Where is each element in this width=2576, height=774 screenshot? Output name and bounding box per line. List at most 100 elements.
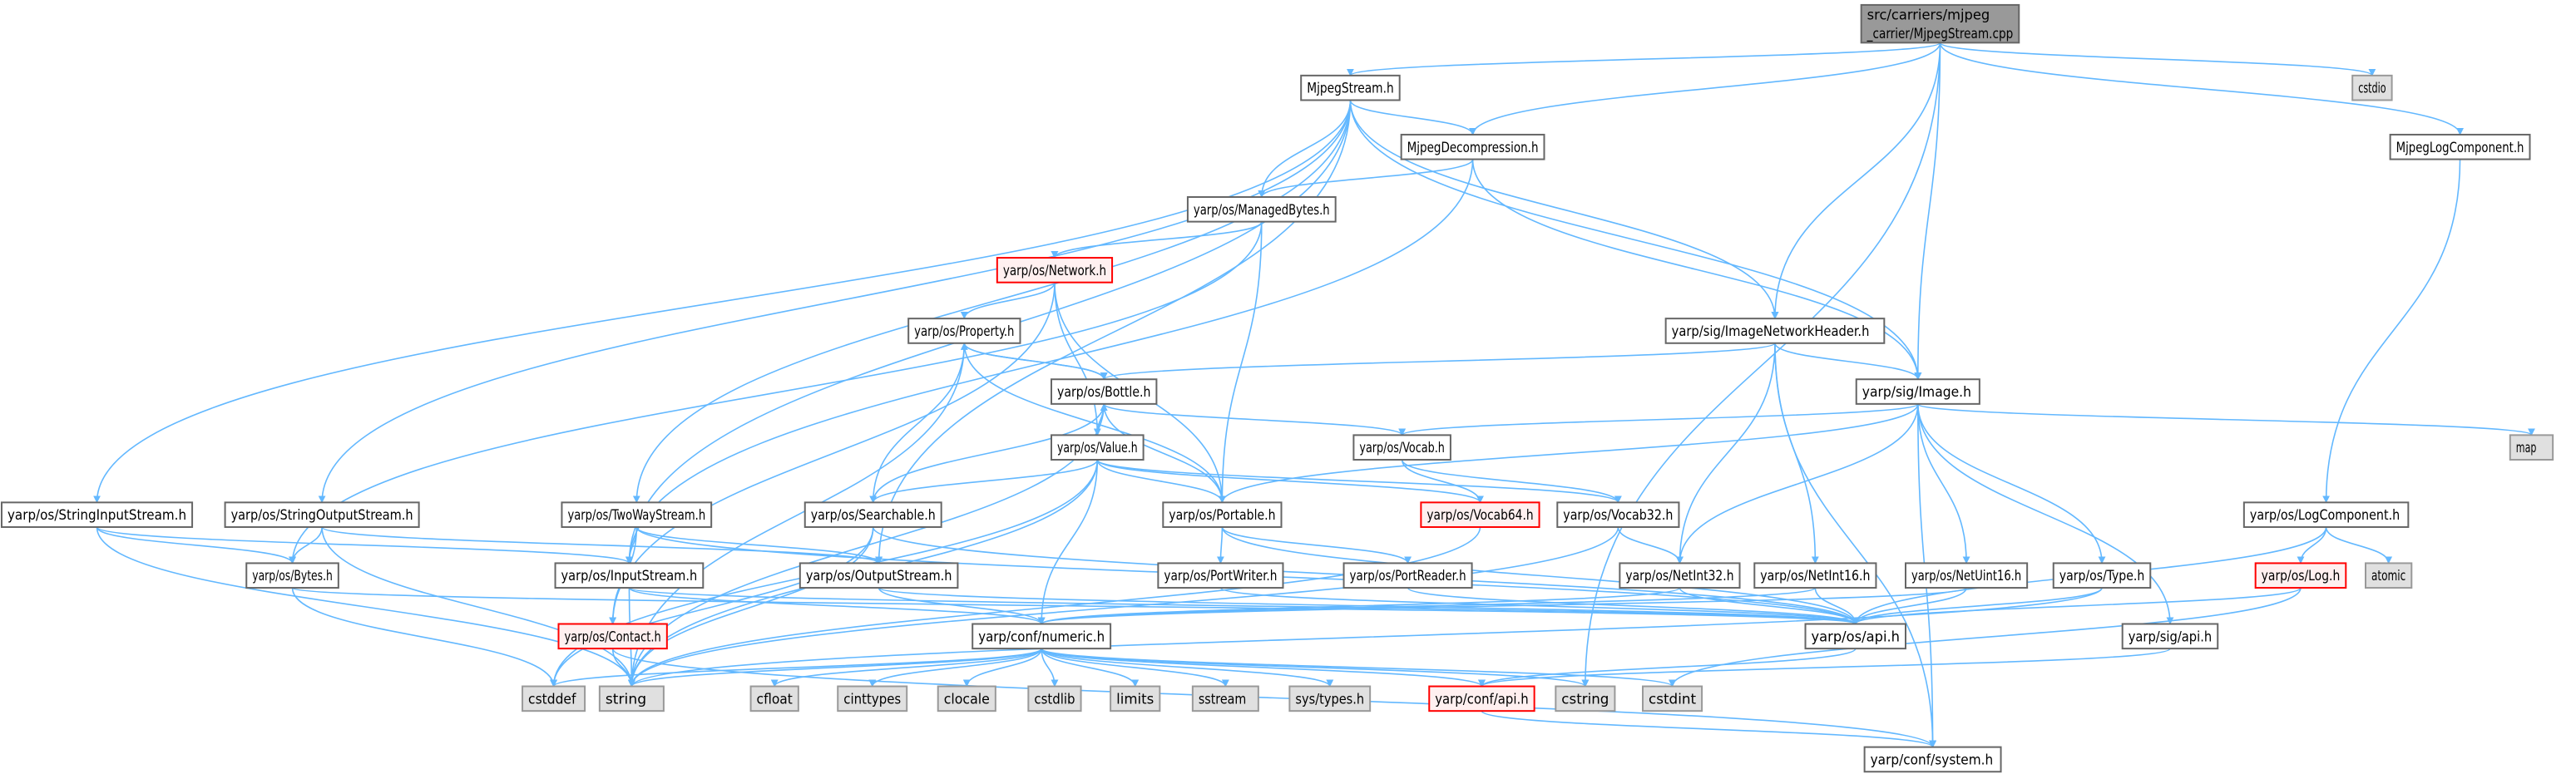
node-label: yarp/os/PortReader.h [1350,568,1466,584]
node-label: yarp/conf/numeric.h [978,629,1105,645]
node-system[interactable]: yarp/conf/system.h [1863,746,2002,773]
node-mjd[interactable]: MjpegDecompression.h [1400,133,1545,160]
edge-mjs-to-sos [318,100,1352,504]
node-cstdio[interactable]: cstdio [2351,74,2393,101]
node-numeric[interactable]: yarp/conf/numeric.h [972,623,1112,650]
node-box [837,685,908,712]
node-cstdlib[interactable]: cstdlib [1027,685,1082,712]
node-box [1051,378,1158,405]
node-srch[interactable]: yarp/os/Searchable.h [803,501,942,528]
edge-bot-to-port [1103,403,1226,504]
node-box [1556,501,1680,528]
node-voc[interactable]: yarp/os/Vocab.h [1352,434,1451,461]
edge-cpp-to-img [1914,42,1941,381]
node-cpp[interactable]: src/carriers/mjpeg_carrier/MjpegStream.c… [1860,3,2020,44]
node-map[interactable]: map [2509,434,2554,461]
node-box [1191,685,1259,712]
edge-pw-to-osapi [1219,587,1859,625]
node-box [1555,685,1616,712]
node-v32[interactable]: yarp/os/Vocab32.h [1556,501,1680,528]
node-box [749,685,799,712]
node-mjl[interactable]: MjpegLogComponent.h [2389,133,2531,160]
node-mb[interactable]: yarp/os/ManagedBytes.h [1186,196,1337,223]
edge-cpp-to-mjd [1469,42,1941,136]
node-mjs[interactable]: MjpegStream.h [1300,74,1401,101]
edge-confapi-to-system [1481,710,1936,748]
edge-contact-to-string [611,648,635,688]
edge-numeric-to-cfloat [770,648,1042,688]
node-v64[interactable]: yarp/os/Vocab64.h [1420,501,1540,528]
node-cstdint[interactable]: cstdint [1642,685,1703,712]
node-pw[interactable]: yarp/os/PortWriter.h [1157,562,1284,589]
node-box [1664,318,1886,344]
node-string[interactable]: string [598,685,665,712]
edge-v32-to-ni32 [1617,526,1684,564]
node-label: yarp/os/Vocab64.h [1426,507,1533,524]
node-outs[interactable]: yarp/os/OutputStream.h [799,562,959,589]
node-confapi[interactable]: yarp/conf/api.h [1428,685,1535,712]
node-ni32[interactable]: yarp/os/NetInt32.h [1619,562,1741,589]
node-label: yarp/os/Type.h [2059,568,2145,584]
node-nu16[interactable]: yarp/os/NetUint16.h [1905,562,2029,589]
node-type[interactable]: yarp/os/Type.h [2052,562,2152,589]
edge-val-to-bot [1096,402,1108,436]
node-sis[interactable]: yarp/os/StringInputStream.h [0,501,194,528]
edge-img-to-sigapi [1917,403,2174,625]
node-box [1288,685,1372,712]
node-ins[interactable]: yarp/os/InputStream.h [554,562,705,589]
node-port[interactable]: yarp/os/Portable.h [1162,501,1283,528]
edge-logc-to-log [2297,526,2327,564]
node-box [2365,562,2413,589]
node-cinttypes[interactable]: cinttypes [837,685,908,712]
node-ni16[interactable]: yarp/os/NetInt16.h [1753,562,1877,589]
node-box [522,685,586,712]
edge-sos-to-bytes [289,526,323,564]
edge-log-to-cstdint [1669,587,2302,688]
node-label: yarp/os/NetInt32.h [1625,568,1733,584]
edge-numeric-to-string [628,648,1042,688]
node-bot[interactable]: yarp/os/Bottle.h [1051,378,1158,405]
node-cstddef[interactable]: cstddef [522,685,586,712]
node-systypes[interactable]: sys/types.h [1288,685,1372,712]
node-cfloat[interactable]: cfloat [749,685,799,712]
node-tws[interactable]: yarp/os/TwoWayStream.h [561,501,713,528]
node-box [2254,562,2347,589]
node-prop[interactable]: yarp/os/Property.h [907,318,1021,344]
node-log[interactable]: yarp/os/Log.h [2254,562,2347,589]
node-box [1619,562,1741,589]
node-label: yarp/os/TwoWayStream.h [567,507,705,524]
node-contact[interactable]: yarp/os/Contact.h [557,623,668,650]
edge-mjs-to-inh [1349,100,1779,320]
node-sstream[interactable]: sstream [1191,685,1259,712]
node-net[interactable]: yarp/os/Network.h [996,257,1114,283]
node-val[interactable]: yarp/os/Value.h [1051,434,1145,461]
edge-ni16-to-numeric [1038,587,1817,625]
node-label: yarp/os/Value.h [1057,440,1138,456]
node-limits[interactable]: limits [1110,685,1161,712]
node-box [1855,378,1980,405]
node-clocale[interactable]: clocale [937,685,996,712]
node-cstring[interactable]: cstring [1555,685,1616,712]
edge-bytes-to-osapi [291,587,1859,625]
node-logc[interactable]: yarp/os/LogComponent.h [2242,501,2410,528]
node-label: sys/types.h [1295,691,1364,707]
node-label: cstdlib [1034,691,1075,707]
node-label: yarp/os/OutputStream.h [806,568,952,584]
node-inh[interactable]: yarp/sig/ImageNetworkHeader.h [1664,318,1886,344]
node-label: yarp/os/LogComponent.h [2250,507,2400,524]
node-box [245,562,339,589]
node-atomic[interactable]: atomic [2365,562,2413,589]
node-label: yarp/os/api.h [1812,629,1900,645]
node-box [1753,562,1877,589]
edge-img-to-voc [1398,403,1919,436]
edge-port-to-pw [1216,526,1224,564]
node-img[interactable]: yarp/sig/Image.h [1855,378,1980,405]
node-label: yarp/os/Vocab.h [1359,440,1445,456]
node-box [2351,74,2393,101]
node-osapi[interactable]: yarp/os/api.h [1804,623,1906,650]
node-pr[interactable]: yarp/os/PortReader.h [1342,562,1473,589]
node-sigapi[interactable]: yarp/sig/api.h [2121,623,2219,650]
node-box [1300,74,1401,101]
node-bytes[interactable]: yarp/os/Bytes.h [245,562,339,589]
node-sos[interactable]: yarp/os/StringOutputStream.h [224,501,420,528]
